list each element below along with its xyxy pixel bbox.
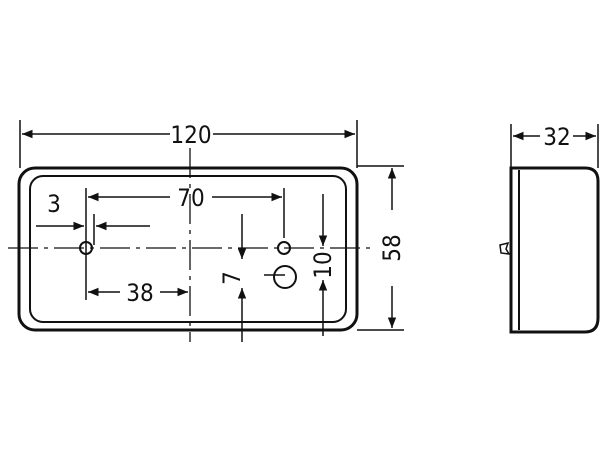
lens-outline xyxy=(29,175,347,323)
front-view: 120 70 3 38 7 10 58 xyxy=(8,120,406,342)
dimension-height: 58 xyxy=(378,234,406,261)
lamp-body-outline xyxy=(17,166,359,332)
dimension-hole-spacing: 70 xyxy=(177,184,204,212)
mount-clip xyxy=(499,241,511,255)
mounting-hole-right xyxy=(277,241,291,255)
dimension-left-offset: 3 xyxy=(47,190,61,218)
dimension-small-offset: 7 xyxy=(218,271,246,285)
dimension-width: 120 xyxy=(170,121,211,149)
dimension-depth: 32 xyxy=(543,123,570,151)
side-profile xyxy=(509,166,600,334)
cable-hole xyxy=(273,265,297,289)
side-view: 32 xyxy=(499,123,600,334)
dimension-center-offset: 38 xyxy=(126,279,153,307)
dimension-right-offset: 10 xyxy=(309,251,337,278)
